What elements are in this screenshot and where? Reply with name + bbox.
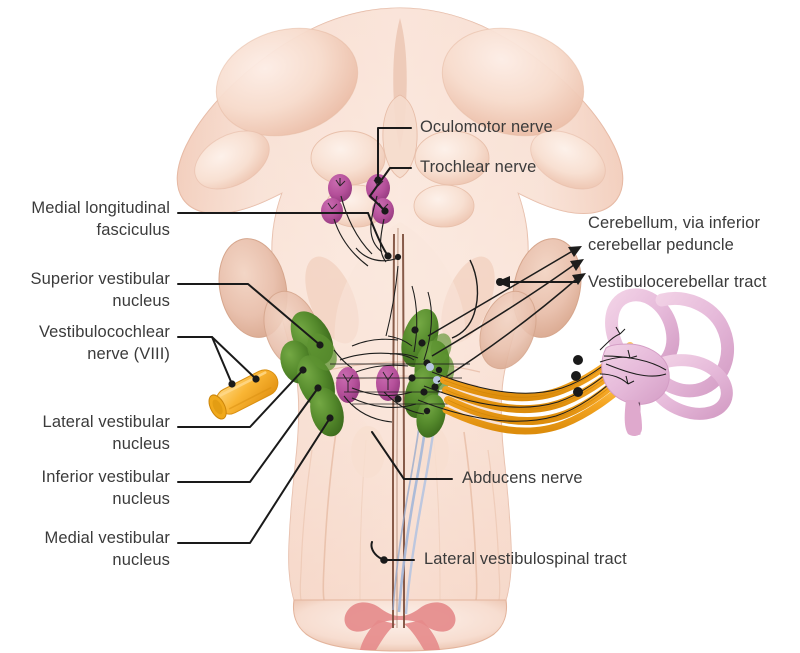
label-medial-vestibular-nucleus: Medial vestibular nucleus	[44, 529, 170, 569]
spinal-cord-cross-section	[292, 599, 508, 652]
label-cerebellum-inferior-cerebellar-peduncle: Cerebellum, via inferior cerebellar pedu…	[588, 214, 761, 254]
vestibulocerebellar-arrowhead	[496, 276, 510, 288]
label-medial-longitudinal-fasciculus: Medial longitudinal fasciculus	[31, 199, 170, 239]
label-superior-vestibular-nucleus: Superior vestibular nucleus	[30, 270, 170, 310]
label-lateral-vestibular-nucleus: Lateral vestibular nucleus	[42, 413, 170, 453]
inner-ear-labyrinth	[599, 288, 735, 436]
label-lateral-vestibulospinal-tract: Lateral vestibulospinal tract	[424, 550, 627, 568]
label-vestibulocerebellar-tract: Vestibulocerebellar tract	[588, 273, 767, 291]
cut-nerve-stump-left	[208, 369, 279, 420]
synaptic-boutons	[394, 326, 443, 415]
vestibular-ganglion-cells	[571, 355, 583, 397]
tract-arrowheads	[568, 246, 586, 285]
label-abducens-nerve: Abducens nerve	[462, 469, 583, 487]
label-vestibulocochlear-nerve: Vestibulocochlear nerve (VIII)	[38, 323, 170, 363]
label-inferior-vestibular-nucleus: Inferior vestibular nucleus	[41, 468, 170, 508]
brainstem-body	[176, 7, 624, 601]
leader-lines	[177, 127, 579, 561]
label-oculomotor-nerve: Oculomotor nerve	[420, 118, 553, 136]
label-trochlear-nerve: Trochlear nerve	[420, 158, 537, 176]
vestibulocerebellar-tract-arrows	[427, 248, 581, 383]
